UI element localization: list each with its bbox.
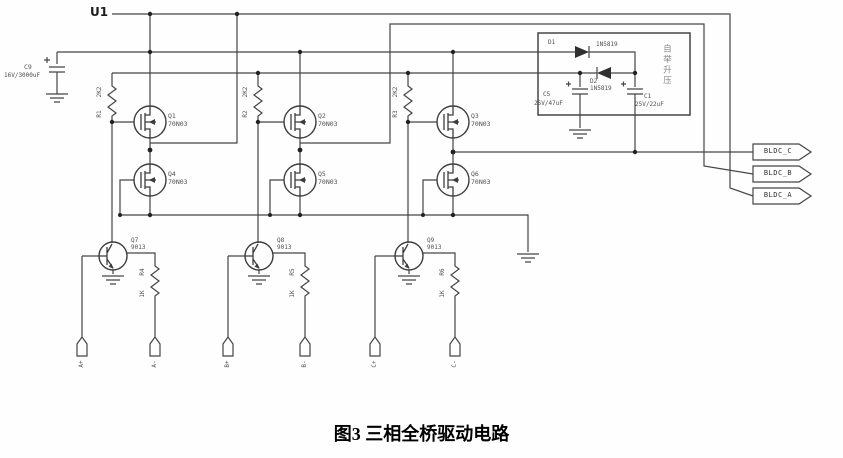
mosfet-q4-part: 70N03 <box>168 178 188 186</box>
output-label-bldc-b: BLDC_B <box>763 169 793 177</box>
diode-d1-part: 1N5819 <box>596 41 618 48</box>
input-label-b-low: B- <box>301 360 308 368</box>
bjt-b-wiring <box>227 255 270 338</box>
mosfet-symbols <box>133 105 470 197</box>
bootstrap-note: 自举升压 <box>661 44 672 86</box>
mosfet-q2-part: 70N03 <box>318 120 338 128</box>
bjt-q8-ref: Q8 <box>277 237 285 244</box>
resistor-r1-ref: R1 <box>96 110 103 118</box>
junction-dots <box>109 11 638 218</box>
diode-d1-wires <box>538 46 636 73</box>
mosfet-q4-ref: Q4 <box>168 170 176 178</box>
bjt-q8 <box>244 241 274 271</box>
mosfet-q2-ref: Q2 <box>318 112 326 120</box>
output-flag-bldc-a <box>752 187 813 205</box>
input-label-a-high: A+ <box>78 360 85 368</box>
cap-c1-value: 25V/22uF <box>635 101 664 108</box>
input-flag-c-low <box>449 335 461 357</box>
mosfet-q5 <box>283 163 317 197</box>
bootstrap-box <box>537 32 691 116</box>
resistor-r3-value: 2K2 <box>392 86 399 98</box>
mosfet-q6-part: 70N03 <box>471 178 491 186</box>
wire-top-rail-a <box>112 13 754 197</box>
bjt-q7 <box>98 241 128 271</box>
resistor-r5 <box>273 252 310 338</box>
resistor-r6-value: 1K <box>439 290 446 298</box>
bjt-q9 <box>394 241 424 271</box>
bjt-q8-part: 9013 <box>277 244 292 251</box>
mosfet-q1-ref: Q1 <box>168 112 176 120</box>
mosfet-q1-part: 70N03 <box>168 120 188 128</box>
resistor-r3 <box>403 73 437 243</box>
bjt-symbols <box>98 241 424 271</box>
resistor-r6 <box>423 252 460 338</box>
resistor-r4-ref: R4 <box>139 268 146 276</box>
mosfet-q4 <box>133 163 167 197</box>
resistor-r5-ref: R5 <box>289 268 296 276</box>
bjt-c-wiring <box>374 255 420 338</box>
bjt-a-wiring <box>81 255 124 338</box>
bjt-q7-ref: Q7 <box>131 237 139 244</box>
mosfet-q1 <box>133 105 167 139</box>
input-label-a-low: A- <box>151 360 158 368</box>
figure-caption: 图3 三相全桥驱动电路 <box>333 424 510 444</box>
diode-d2-wires <box>538 67 635 79</box>
resistor-r2 <box>253 73 284 243</box>
bjt-q9-part: 9013 <box>427 244 442 251</box>
mosfet-q6 <box>436 163 470 197</box>
cap-c1-ref: C1 <box>644 93 652 100</box>
cap-c9-value: 16V/3000uF <box>4 72 41 79</box>
resistor-r4 <box>127 252 160 338</box>
output-label-bldc-a: BLDC_A <box>763 191 793 199</box>
diode-d2-ref: D2 <box>590 78 598 85</box>
input-label-c-low: C- <box>451 360 458 368</box>
cap-c5-value: 25V/47uF <box>534 100 563 107</box>
bjt-q7-part: 9013 <box>131 244 146 251</box>
mosfet-q5-ref: Q5 <box>318 170 326 178</box>
resistor-r2-ref: R2 <box>242 110 249 118</box>
resistor-r5-value: 1K <box>289 290 296 298</box>
mosfet-q3-part: 70N03 <box>471 120 491 128</box>
cap-c9-symbol <box>44 52 68 103</box>
low-gate-stubs <box>119 179 437 215</box>
resistor-r2-value: 2K2 <box>242 86 249 98</box>
cap-c9-ref: C9 <box>24 63 32 71</box>
diode-d1-body <box>575 46 589 58</box>
cap-c5-ref: C5 <box>543 91 551 98</box>
cap-c1-symbol <box>621 73 643 152</box>
input-flag-c-high <box>369 335 381 357</box>
output-flag-bldc-c <box>752 143 813 161</box>
mosfet-q2 <box>283 105 317 139</box>
resistor-r6-ref: R6 <box>439 268 446 276</box>
input-label-c-high: C+ <box>371 360 378 368</box>
output-flag-bldc-b <box>752 165 813 183</box>
resistor-r1-value: 2K2 <box>96 86 103 98</box>
input-label-b-high: B+ <box>224 360 231 368</box>
mosfet-q3 <box>436 105 470 139</box>
resistor-r3-ref: R3 <box>392 110 399 118</box>
wire-rail-b <box>300 23 754 175</box>
diode-bodies <box>575 46 611 79</box>
bjt-q9-ref: Q9 <box>427 237 435 244</box>
output-label-bldc-c: BLDC_C <box>763 147 793 155</box>
input-flag-a-high <box>76 335 88 357</box>
input-flag-b-high <box>222 335 234 357</box>
input-flag-a-low <box>149 335 161 357</box>
wire-stub-a <box>150 14 238 144</box>
power-net-label: U1 <box>90 5 109 19</box>
mosfet-q3-ref: Q3 <box>471 112 479 120</box>
resistor-r1 <box>107 73 134 243</box>
diode-d2-body <box>597 67 611 79</box>
wires <box>44 13 813 357</box>
resistor-r4-value: 1K <box>139 290 146 298</box>
diode-d2-part: 1N5819 <box>590 85 612 92</box>
cap-c5-symbol <box>566 73 591 139</box>
bus-and-ground <box>120 214 539 263</box>
input-flag-b-low <box>299 335 311 357</box>
diode-d1-ref: D1 <box>548 39 556 46</box>
mosfet-q6-ref: Q6 <box>471 170 479 178</box>
mosfet-q5-part: 70N03 <box>318 178 338 186</box>
